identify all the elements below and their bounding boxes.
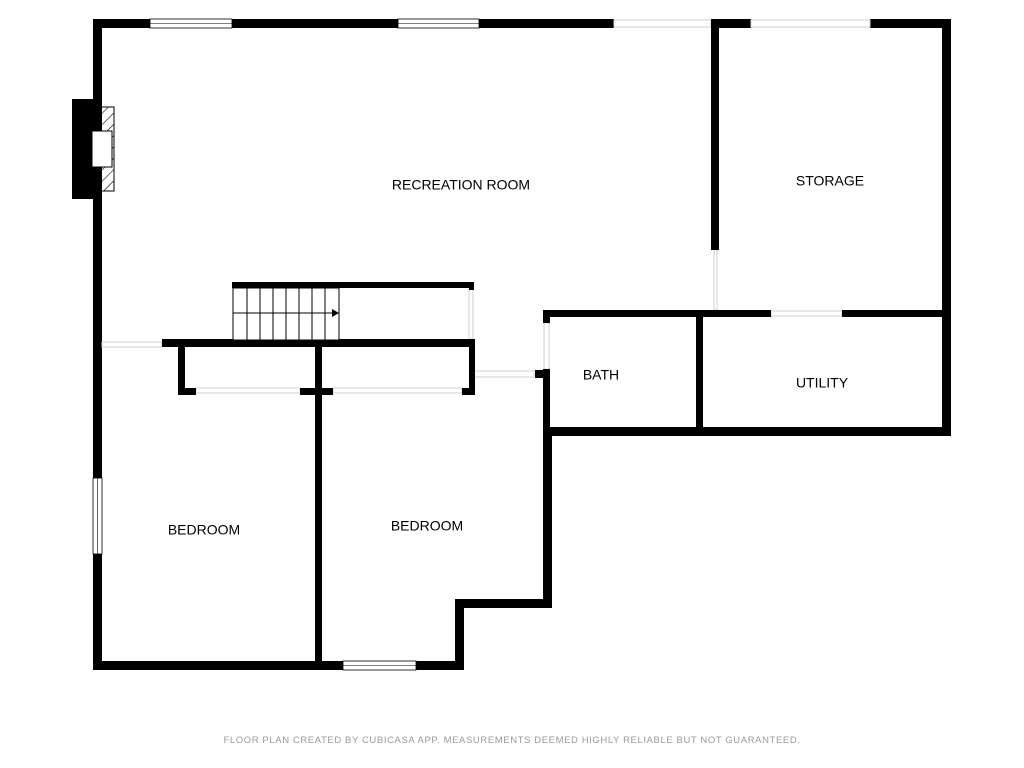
wall-top-5	[870, 19, 951, 28]
disclaimer-footer: FLOOR PLAN CREATED BY CUBICASA APP. MEAS…	[223, 735, 801, 746]
wall-bath-left-nub	[535, 370, 545, 378]
wall-closet-bottom-left	[178, 388, 196, 395]
room-label-storage: STORAGE	[796, 173, 864, 189]
wall-left-3	[93, 554, 102, 670]
wall-step-vertical	[543, 427, 552, 608]
wall-bottom-1	[93, 661, 343, 670]
stair-direction-arrow-icon	[332, 309, 339, 317]
room-label-bedroom-left: BEDROOM	[168, 522, 240, 538]
wall-storage-divider	[711, 19, 719, 250]
wall-left-2	[93, 193, 102, 478]
room-label-utility: UTILITY	[796, 375, 849, 391]
wall-closet-left	[178, 339, 185, 395]
wall-utility-bottom	[543, 427, 951, 436]
wall-top-3	[479, 19, 614, 28]
wall-bedroom-divider	[315, 339, 322, 670]
room-label-bath: BATH	[583, 367, 619, 383]
wall-closet-bottom-right	[462, 388, 475, 395]
wall-top-4	[711, 19, 751, 28]
wall-top-2	[232, 19, 398, 28]
wall-left-1	[93, 19, 102, 99]
wall-stair-top	[232, 282, 474, 288]
wall-bottom-2	[416, 661, 464, 670]
wall-right	[942, 19, 951, 436]
wall-stair-right-cap	[469, 282, 474, 290]
wall-bath-left-bottom	[543, 369, 550, 436]
wall-closet-right-bottom	[469, 372, 475, 395]
room-label-bedroom-right: BEDROOM	[391, 518, 463, 534]
openings	[101, 19, 871, 394]
wall-step-horizontal	[455, 599, 552, 608]
wall-bath-top	[543, 310, 771, 317]
wall-top-1	[93, 19, 150, 28]
fireplace-icon	[72, 99, 115, 199]
wall-utility-top	[842, 310, 951, 317]
wall-step-vertical-2	[455, 599, 464, 670]
wall-closet-right	[469, 339, 475, 372]
wall-bath-left-top	[543, 310, 550, 323]
staircase	[232, 287, 340, 341]
room-label-recreation: RECREATION ROOM	[392, 177, 530, 193]
interior-walls	[162, 19, 951, 670]
exterior-walls	[93, 19, 951, 670]
wall-bath-utility	[696, 310, 703, 436]
